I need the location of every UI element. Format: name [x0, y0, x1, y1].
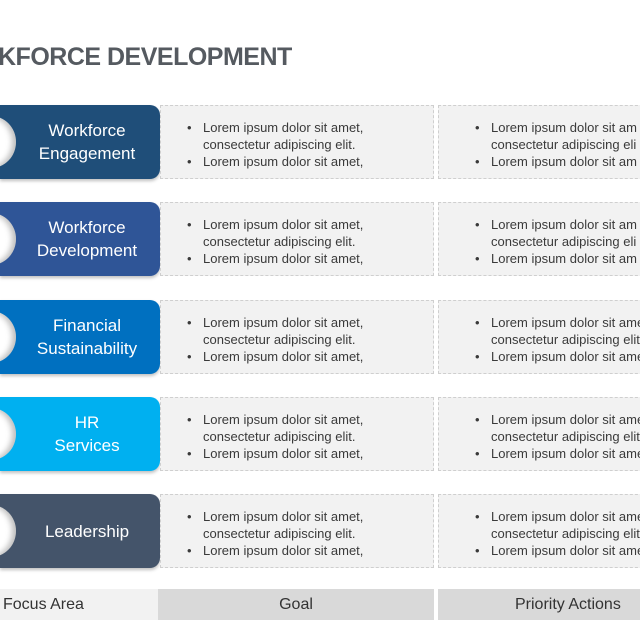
- notch-shape-icon: [0, 408, 16, 460]
- bullet-item: Lorem ipsum dolor sit amet,: [187, 250, 363, 267]
- table-row: Workforce EngagementLorem ipsum dolor si…: [0, 105, 640, 179]
- bullet-item: Lorem ipsum dolor sit amet,: [187, 153, 363, 170]
- goal-cell: Lorem ipsum dolor sit amet,consectetur a…: [160, 105, 434, 179]
- bullet-item: consectetur adipiscing eli: [491, 137, 637, 152]
- bullet-item: Lorem ipsum dolor sit amet,: [187, 508, 363, 525]
- notch-shape-icon: [0, 311, 16, 363]
- bullet-item: Lorem ipsum dolor sit ame: [475, 314, 640, 331]
- focus-area-text: Workforce Development: [36, 218, 138, 260]
- focus-area-text: HR Services: [54, 413, 120, 455]
- bullet-item: Lorem ipsum dolor sit ame: [475, 542, 640, 559]
- bullet-item: consectetur adipiscing elit.: [203, 429, 356, 444]
- bullet-item: consectetur adipiscing elit: [491, 526, 640, 541]
- footer-goal: Goal: [158, 589, 434, 620]
- table-row: Workforce DevelopmentLorem ipsum dolor s…: [0, 202, 640, 276]
- footer-priority-actions: Priority Actions: [438, 589, 640, 620]
- goal-cell: Lorem ipsum dolor sit amet,consectetur a…: [160, 300, 434, 374]
- page-title: KFORCE DEVELOPMENT: [0, 43, 292, 71]
- bullet-item: Lorem ipsum dolor sit amet,: [187, 411, 363, 428]
- notch-shape-icon: [0, 116, 16, 168]
- bullet-item: consectetur adipiscing eli: [491, 234, 637, 249]
- notch-shape-icon: [0, 213, 16, 265]
- focus-area-label: Workforce Engagement: [0, 105, 160, 179]
- bullet-item: consectetur adipiscing elit.: [203, 234, 356, 249]
- table-row: HR ServicesLorem ipsum dolor sit amet,co…: [0, 397, 640, 471]
- goal-cell: Lorem ipsum dolor sit amet,consectetur a…: [160, 494, 434, 568]
- bullet-item: Lorem ipsum dolor sit am: [475, 119, 637, 136]
- bullet-item: consectetur adipiscing elit.: [203, 526, 356, 541]
- goal-cell: Lorem ipsum dolor sit amet,consectetur a…: [160, 397, 434, 471]
- bullet-item: consectetur adipiscing elit: [491, 429, 640, 444]
- bullet-item: consectetur adipiscing elit: [491, 332, 640, 347]
- focus-area-label: HR Services: [0, 397, 160, 471]
- focus-area-label: Workforce Development: [0, 202, 160, 276]
- focus-area-text: Workforce Engagement: [38, 121, 136, 163]
- bullet-item: Lorem ipsum dolor sit ame: [475, 348, 640, 365]
- focus-area-text: Leadership: [44, 521, 130, 541]
- bullet-item: Lorem ipsum dolor sit am: [475, 250, 637, 267]
- bullet-item: consectetur adipiscing elit.: [203, 137, 356, 152]
- bullet-item: Lorem ipsum dolor sit amet,: [187, 348, 363, 365]
- focus-area-text: Financial Sustainability: [36, 316, 138, 358]
- footer-focus-area: Focus Area: [0, 589, 158, 620]
- bullet-item: Lorem ipsum dolor sit amet,: [187, 119, 363, 136]
- bullet-item: consectetur adipiscing elit.: [203, 332, 356, 347]
- notch-shape-icon: [0, 505, 16, 557]
- bullet-item: Lorem ipsum dolor sit ame: [475, 411, 640, 428]
- bullet-item: Lorem ipsum dolor sit ame: [475, 445, 640, 462]
- focus-area-label: Leadership: [0, 494, 160, 568]
- table-row: LeadershipLorem ipsum dolor sit amet,con…: [0, 494, 640, 568]
- bullet-item: Lorem ipsum dolor sit amet,: [187, 542, 363, 559]
- bullet-item: Lorem ipsum dolor sit ame: [475, 508, 640, 525]
- bullet-item: Lorem ipsum dolor sit amet,: [187, 216, 363, 233]
- goal-cell: Lorem ipsum dolor sit amet,consectetur a…: [160, 202, 434, 276]
- bullet-item: Lorem ipsum dolor sit amet,: [187, 314, 363, 331]
- focus-area-label: Financial Sustainability: [0, 300, 160, 374]
- bullet-item: Lorem ipsum dolor sit am: [475, 153, 637, 170]
- bullet-item: Lorem ipsum dolor sit amet,: [187, 445, 363, 462]
- table-row: Financial SustainabilityLorem ipsum dolo…: [0, 300, 640, 374]
- bullet-item: Lorem ipsum dolor sit am: [475, 216, 637, 233]
